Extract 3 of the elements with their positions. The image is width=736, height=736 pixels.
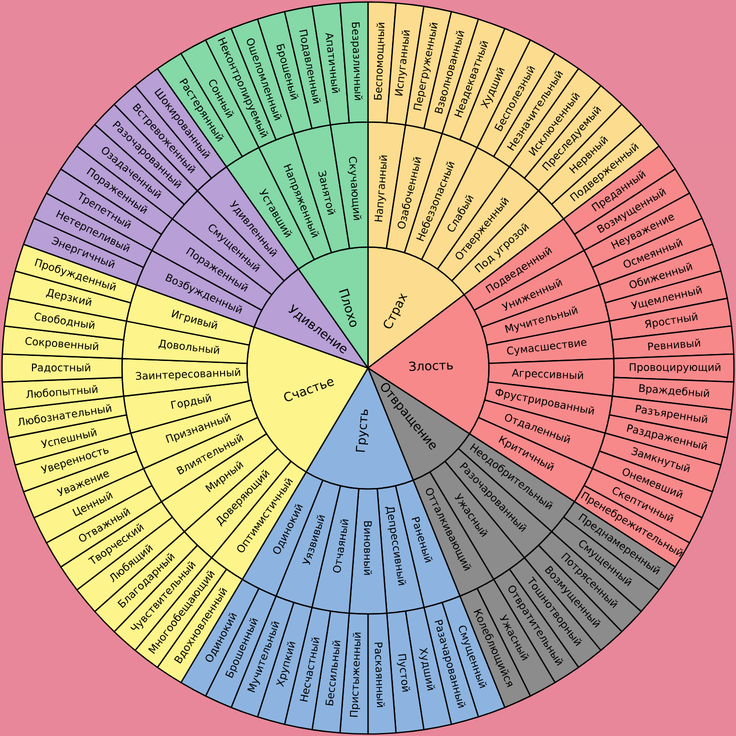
wheel-segment: Раскаянный [367,612,397,735]
wheel-segment: Безразличный [339,1,369,124]
wheel-segment: Радостный [1,353,123,383]
